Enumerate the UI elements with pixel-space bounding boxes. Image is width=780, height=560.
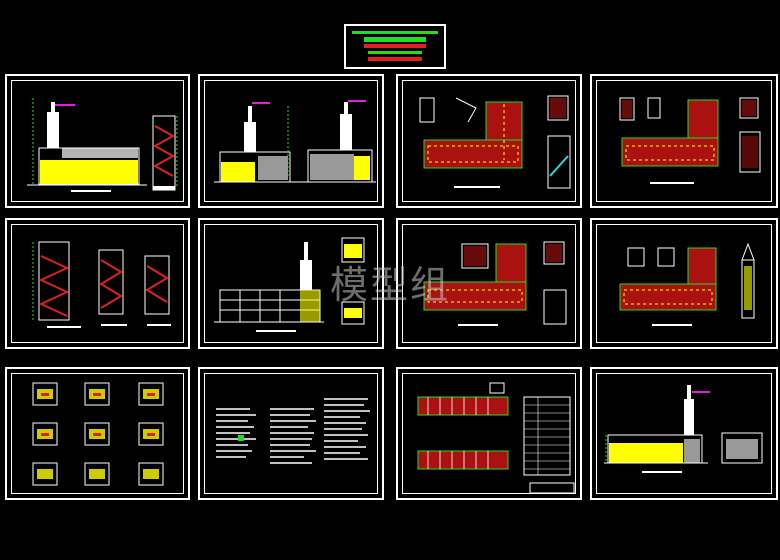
floor-plan <box>423 241 567 326</box>
drawing-sheet-2[interactable] <box>198 74 384 208</box>
stair-sections <box>32 241 171 328</box>
plan-and-table <box>417 382 575 494</box>
elevation-drawing <box>604 385 763 473</box>
design-notes <box>216 398 370 464</box>
drawing-sheet-5[interactable] <box>5 218 190 349</box>
floor-plan <box>619 242 755 326</box>
title-block <box>344 24 446 69</box>
drawing-sheet-6[interactable] <box>198 218 384 349</box>
drawing-sheet-1[interactable] <box>5 74 190 208</box>
detail-grid <box>32 382 164 486</box>
title-block-bars <box>352 31 438 61</box>
drawing-sheet-11[interactable] <box>396 367 582 500</box>
drawing-sheet-9[interactable] <box>5 367 190 500</box>
drawing-sheet-4[interactable] <box>590 74 778 208</box>
drawing-sheet-8[interactable] <box>590 218 778 349</box>
floor-plan <box>619 97 761 184</box>
elevation-drawing <box>27 98 178 192</box>
drawing-sheet-12[interactable] <box>590 367 778 500</box>
floor-plan <box>419 95 571 189</box>
drawing-sheet-7[interactable] <box>396 218 582 349</box>
watermark-text: 模型组 <box>330 263 451 307</box>
drawing-sheet-10[interactable] <box>198 367 384 500</box>
section-drawing <box>214 237 365 332</box>
drawing-sheet-3[interactable] <box>396 74 582 208</box>
elevation-drawing <box>214 100 376 183</box>
